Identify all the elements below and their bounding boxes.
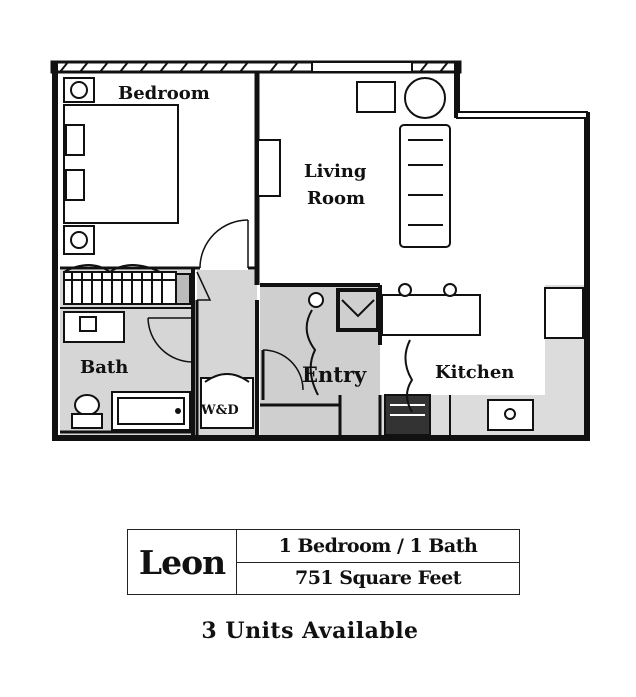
door-swings (147, 219, 304, 391)
living-furniture (356, 77, 451, 248)
entry-closet (305, 288, 414, 413)
exterior-walls (52, 62, 590, 441)
bedroom-furniture (63, 77, 281, 255)
unit-name: Leon (128, 530, 237, 594)
washer-dryer (200, 373, 254, 429)
top-wall (50, 60, 462, 74)
units-available: 3 Units Available (201, 618, 419, 644)
unit-details: 1 Bedroom / 1 Bath 751 Square Feet (237, 530, 519, 594)
floor-plan: Bedroom Living Room Bath W&D Entry Kitch… (50, 60, 590, 441)
kitchen-counters (381, 283, 584, 438)
room-label-living: Living (304, 161, 367, 182)
room-label-bedroom: Bedroom (118, 83, 210, 104)
room-label-wd: W&D (200, 403, 239, 418)
unit-info-table: Leon 1 Bedroom / 1 Bath 751 Square Feet (127, 529, 520, 595)
unit-layout: 1 Bedroom / 1 Bath (237, 530, 519, 563)
room-label-bath: Bath (80, 357, 128, 378)
room-label-kitchen: Kitchen (435, 362, 514, 383)
bath-fixtures (63, 311, 191, 431)
closet (63, 264, 191, 305)
room-label-entry: Entry (302, 362, 367, 387)
unit-area: 751 Square Feet (294, 567, 462, 590)
room-label-living-2: Room (307, 188, 365, 209)
